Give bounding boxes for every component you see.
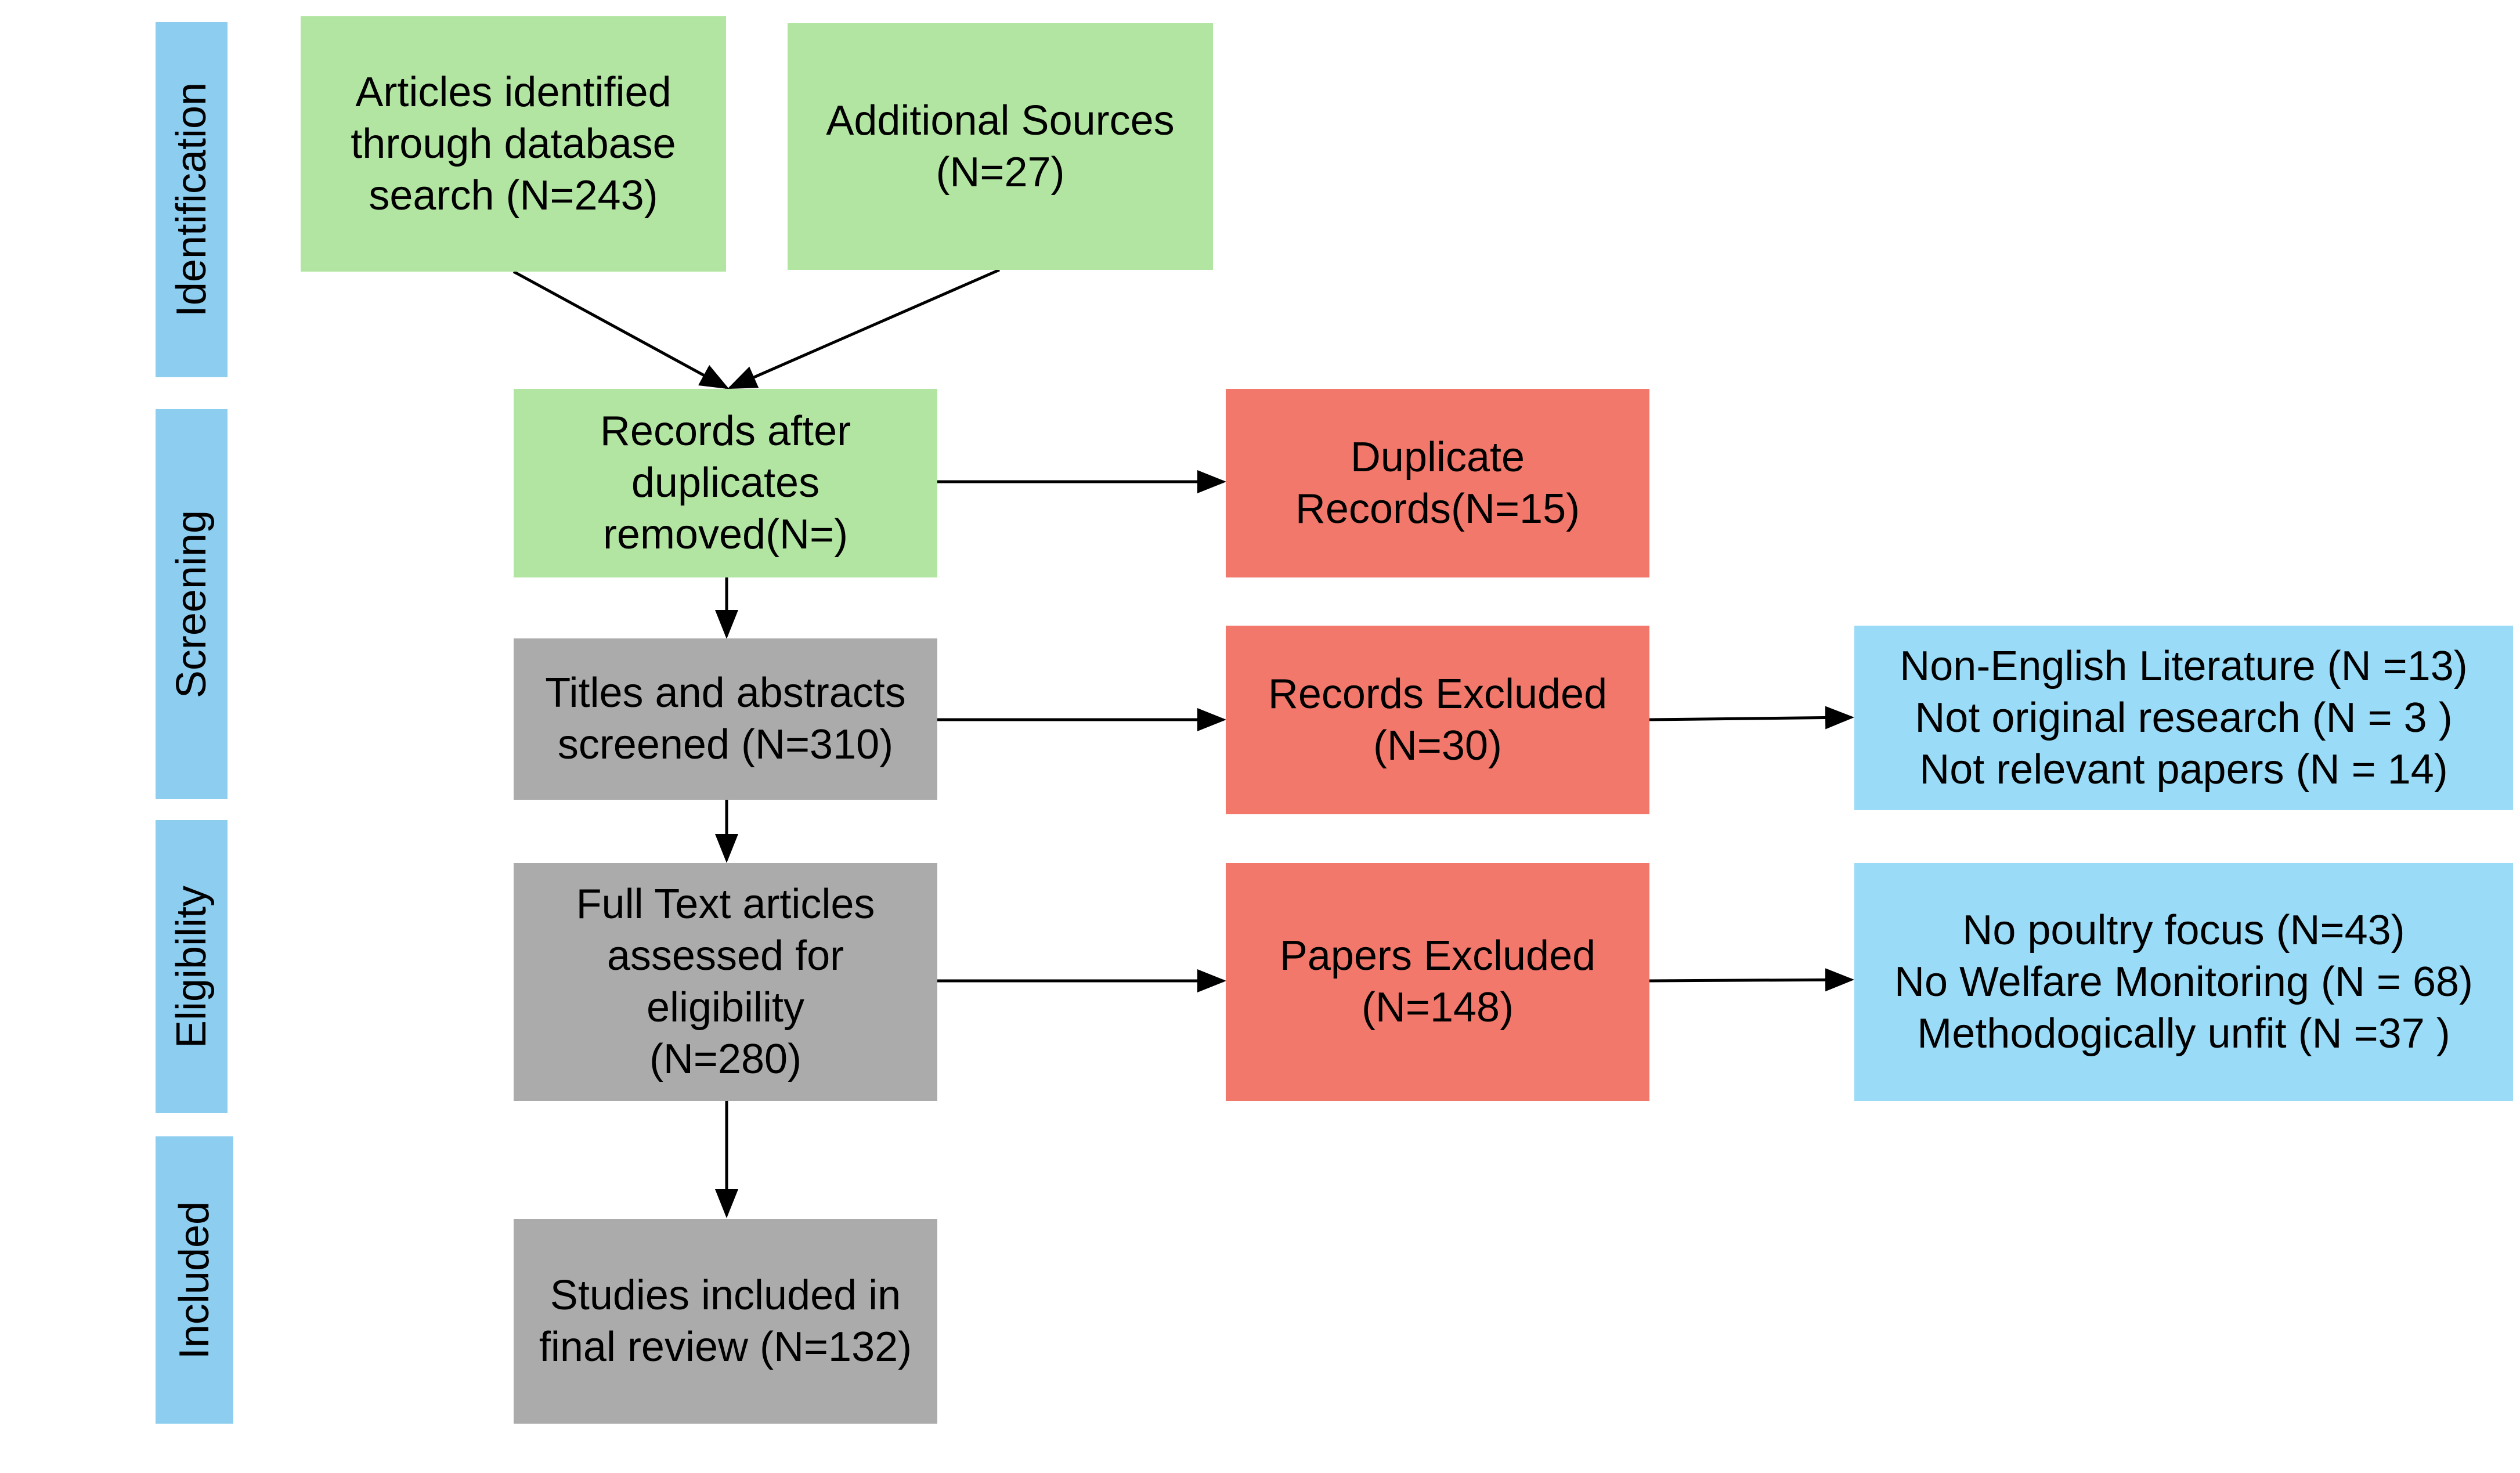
papers-excluded-line-1: Papers Excluded (1279, 933, 1596, 979)
arrow-additional-to-after-duplicates (727, 268, 1001, 389)
full-text-line-4: (N=280) (649, 1036, 802, 1082)
titles-screened-line-2: screened (N=310) (557, 721, 894, 768)
after-duplicates-line-3: removed(N=) (602, 511, 849, 558)
records-excluded-reason-2: Not original research (N = 3 ) (1915, 694, 2453, 741)
stage-screening: Screening (156, 409, 228, 799)
arrow-records-excluded-to-reasons (1649, 706, 1854, 730)
records-excluded-reason-1: Non-English Literature (N =13) (1900, 642, 2468, 689)
duplicate-records-line-2: Records(N=15) (1295, 485, 1580, 532)
records-excluded-reasons-box: Non-English Literature (N =13) Not origi… (1854, 626, 2513, 810)
identified-box: Articles identified through database sea… (301, 16, 726, 272)
identified-line-2: through database (351, 120, 676, 167)
stage-included: Included (156, 1136, 233, 1424)
records-excluded-reason-3: Not relevant papers (N = 14) (1919, 746, 2448, 793)
full-text-box: Full Text articles assessed for eligibil… (514, 863, 937, 1101)
additional-line-1: Additional Sources (826, 97, 1175, 144)
papers-excluded-reason-2: No Welfare Monitoring (N = 68) (1894, 958, 2474, 1005)
arrow-papers-excluded-to-reasons (1649, 968, 1854, 992)
papers-excluded-line-2: (N=148) (1361, 984, 1514, 1031)
papers-excluded-reason-1: No poultry focus (N=43) (1962, 907, 2405, 954)
included-studies-box: Studies included in final review (N=132) (514, 1219, 937, 1424)
arrow-identified-to-after-duplicates (512, 270, 730, 389)
additional-sources-box: Additional Sources (N=27) (788, 23, 1213, 270)
full-text-line-3: eligibility (646, 984, 805, 1031)
included-studies-line-1: Studies included in (550, 1272, 901, 1319)
included-studies-line-2: final review (N=132) (539, 1323, 912, 1370)
after-duplicates-line-2: duplicates (631, 460, 820, 506)
stage-identification: Identification (156, 22, 228, 377)
papers-excluded-reason-3: Methodogically unfit (N =37 ) (1917, 1010, 2450, 1057)
identified-line-3: search (N=243) (369, 172, 658, 219)
duplicate-records-line-1: Duplicate (1350, 434, 1525, 481)
after-duplicates-line-1: Records after (600, 408, 851, 454)
titles-screened-box: Titles and abstracts screened (N=310) (514, 638, 937, 800)
records-excluded-line-2: (N=30) (1373, 722, 1503, 769)
papers-excluded-box: Papers Excluded (N=148) (1226, 863, 1649, 1101)
full-text-line-1: Full Text articles (576, 881, 875, 927)
records-excluded-box: Records Excluded (N=30) (1226, 626, 1649, 814)
after-duplicates-box: Records after duplicates removed(N=) (514, 389, 937, 577)
stage-eligibility: Eligibility (156, 820, 228, 1113)
identified-line-1: Articles identified (355, 68, 671, 115)
titles-screened-line-1: Titles and abstracts (545, 670, 906, 716)
papers-excluded-reasons-box: No poultry focus (N=43) No Welfare Monit… (1854, 863, 2513, 1101)
duplicate-records-box: Duplicate Records(N=15) (1226, 389, 1649, 577)
additional-line-2: (N=27) (936, 149, 1065, 196)
full-text-line-2: assessed for (606, 933, 844, 979)
records-excluded-line-1: Records Excluded (1268, 670, 1608, 717)
